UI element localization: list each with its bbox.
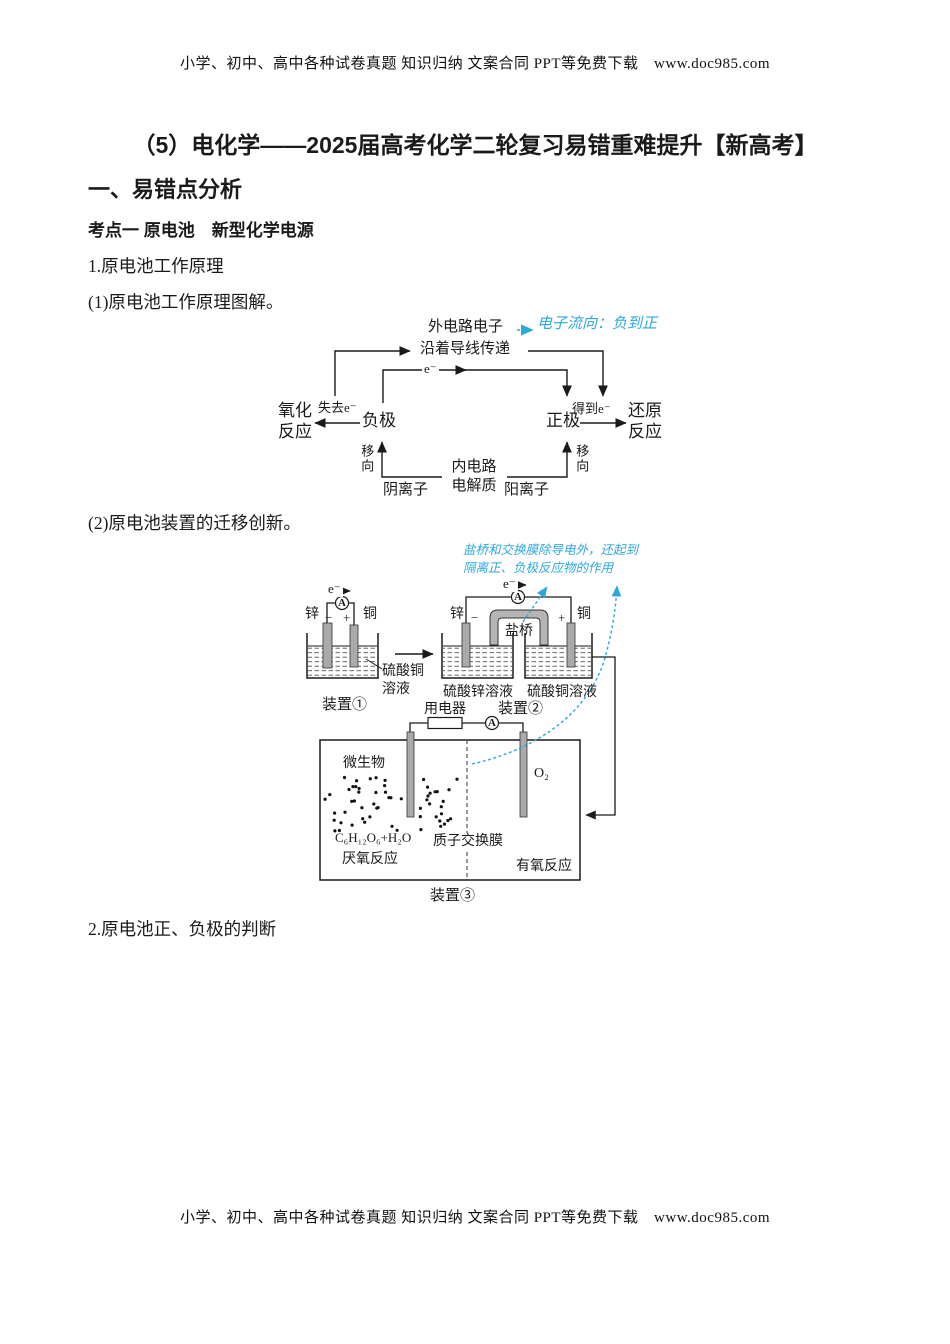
- gain-electron-label: 得到e⁻: [572, 401, 611, 416]
- reduction-label: 还原 反应: [628, 401, 662, 442]
- microbe-label: 微生物: [343, 756, 385, 771]
- d2-right-solution-label: 硫酸铜溶液: [527, 685, 597, 700]
- d2-left-solution-label: 硫酸锌溶液: [443, 685, 513, 700]
- d1-plus-sign: +: [343, 610, 351, 625]
- d3-device-label: 装置③: [430, 888, 476, 904]
- kaodian-heading: 考点一 原电池 新型化学电源: [88, 221, 314, 240]
- paragraph-2: (1)原电池工作原理图解。: [88, 292, 284, 312]
- paragraph-3: (2)原电池装置的迁移创新。: [88, 513, 301, 533]
- oxidation-label: 氧化 反应: [278, 401, 312, 442]
- d1-copper-label: 铜: [363, 607, 377, 622]
- appliance-label: 用电器: [424, 702, 466, 717]
- d2-plus-sign: +: [558, 610, 566, 625]
- anaerobic-label: 厌氧反应: [342, 852, 398, 867]
- d1-device-label: 装置①: [322, 697, 368, 713]
- outer-circuit-label: 外电路电子: [428, 319, 504, 335]
- devices-diagram-lines: [306, 580, 622, 881]
- d2-zinc-label: 锌: [450, 607, 464, 622]
- paragraph-4: 2.原电池正、负极的判断: [88, 919, 277, 939]
- electron-flow-note: 电子流向：负到正: [537, 316, 658, 332]
- membrane-label: 质子交换膜: [431, 833, 505, 851]
- inner-circuit-label: 内电路 电解质: [451, 459, 497, 494]
- paragraph-1: 1.原电池工作原理: [88, 256, 224, 276]
- d1-minus-sign: −: [325, 610, 333, 625]
- d3-ammeter-label: A: [488, 717, 496, 729]
- move-toward-right-label: 移向: [574, 444, 590, 474]
- anion-label: 阴离子: [383, 482, 429, 498]
- d1-solution-label: 硫酸铜 溶液: [382, 664, 424, 697]
- d1-ammeter-label: A: [338, 597, 346, 609]
- d2-copper-label: 铜: [577, 607, 591, 622]
- section-heading: 一、易错点分析: [88, 177, 243, 202]
- cation-label: 阳离子: [504, 482, 550, 498]
- positive-electrode-label: 正极: [546, 411, 580, 430]
- galvanic-cell-principle-diagram: 外电路电子 电子流向：负到正 沿着导线传递 e⁻ 氧化 反应 失去e⁻ 负极 正…: [270, 312, 690, 512]
- salt-bridge-annotation-line2: 隔离正、负极反应物的作用: [463, 561, 614, 575]
- lose-electron-label: 失去e⁻: [318, 400, 357, 415]
- principle-diagram-lines: [314, 324, 627, 478]
- microbe-dots: [323, 775, 459, 833]
- glucose-label: C₆H₁₂O₆+H₂O: [335, 830, 412, 845]
- oxygen-label: O₂: [534, 766, 549, 781]
- salt-bridge-label: 盐桥: [505, 624, 533, 639]
- page-header: 小学、初中、高中各种试卷真题 知识归纳 文案合同 PPT等免费下载 www.do…: [179, 56, 771, 72]
- negative-electrode-label: 负极: [362, 411, 396, 430]
- move-toward-left-label: 移向: [359, 444, 375, 474]
- d1-zinc-label: 锌: [305, 607, 319, 622]
- aerobic-label: 有氧反应: [516, 859, 572, 874]
- d2-device-label: 装置②: [498, 701, 544, 717]
- d1-electron-label: e⁻: [326, 581, 343, 598]
- electron-label: e⁻: [422, 361, 439, 378]
- salt-bridge-annotation-line1: 盐桥和交换膜除导电外，还起到: [463, 543, 639, 557]
- cell-devices-diagram: 盐桥和交换膜除导电外，还起到 隔离正、负极反应物的作用 e⁻ A 锌 − + 铜…: [300, 538, 670, 918]
- d2-ammeter-label: A: [514, 591, 522, 603]
- wire-transfer-label: 沿着导线传递: [420, 341, 511, 357]
- d2-minus-sign: −: [471, 610, 479, 625]
- d2-electron-label: e⁻: [501, 576, 518, 593]
- page-footer: 小学、初中、高中各种试卷真题 知识归纳 文案合同 PPT等免费下载 www.do…: [179, 1210, 771, 1226]
- page-title: （5）电化学——2025届高考化学二轮复习易错重难提升【新高考】: [132, 132, 818, 158]
